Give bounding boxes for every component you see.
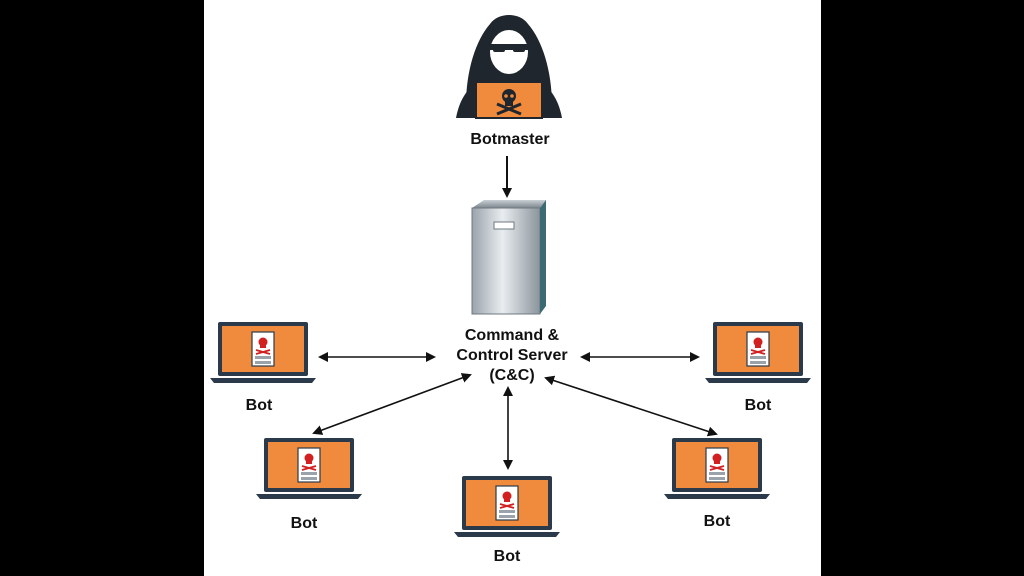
botmaster-label: Botmaster: [470, 131, 550, 148]
bot-label: Bot: [493, 548, 521, 565]
laptop-icon: [209, 321, 317, 384]
laptop-icon: [453, 475, 561, 538]
server-label: Command & Control Server (C&C): [432, 326, 592, 386]
server-label-line: Command &: [464, 327, 560, 344]
bot-label: Bot: [245, 397, 273, 414]
arrow-server-bot-lower-right: [544, 375, 718, 437]
bot-label: Bot: [744, 397, 772, 414]
server-icon: [471, 200, 546, 315]
server-label-line: Control Server: [456, 347, 568, 364]
laptop-icon: [663, 437, 771, 500]
skull-icon: [496, 89, 522, 116]
arrow-server-bot-lower-left: [312, 373, 472, 435]
server-label-line: (C&C): [489, 367, 535, 384]
laptop-icon: [255, 437, 363, 500]
bot-label: Bot: [703, 513, 731, 530]
hacker-icon: [456, 15, 562, 119]
laptop-icon: [704, 321, 812, 384]
bot-label: Bot: [290, 515, 318, 532]
